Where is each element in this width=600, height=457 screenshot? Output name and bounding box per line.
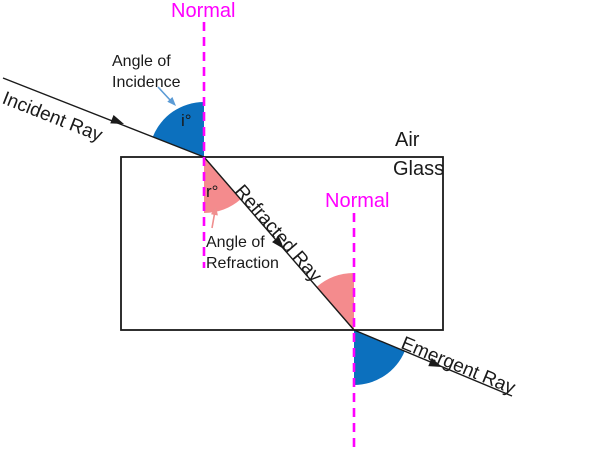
- incidence-angle-arc: [152, 102, 204, 157]
- angle-of-refraction-label: Angle of Refraction: [206, 232, 279, 274]
- air-label: Air: [395, 129, 420, 151]
- angle-of-incidence-line1: Angle of: [112, 53, 171, 70]
- refraction-angle-arc: [204, 157, 241, 214]
- angle-i-value: i°: [181, 111, 192, 130]
- angle-of-incidence-line2: Incidence: [112, 74, 181, 91]
- glass-slab-outline: [120, 156, 444, 331]
- emergence-angle-arc: [354, 330, 405, 385]
- incident-ray-line: [2, 77, 205, 158]
- normal-label-top: Normal: [171, 0, 236, 22]
- emergent-ray-arrowhead-icon: [428, 357, 442, 367]
- angle-of-refraction-line1: Angle of: [206, 234, 265, 251]
- angle-of-incidence-label: Angle of Incidence: [112, 51, 181, 93]
- angle-of-incidence-callout-arrow-icon: [157, 86, 176, 106]
- glass-exit-angle-arc: [316, 273, 354, 330]
- refracted-ray-arrowhead-icon: [272, 236, 284, 249]
- angle-of-refraction-line2: Refraction: [206, 255, 279, 272]
- incident-ray-arrowhead-icon: [110, 115, 124, 124]
- angle-r-value: r°: [206, 182, 219, 201]
- normal-label-bottom: Normal: [325, 190, 390, 212]
- glass-label: Glass: [393, 158, 445, 180]
- angle-of-refraction-callout-arrow-icon: [210, 206, 218, 229]
